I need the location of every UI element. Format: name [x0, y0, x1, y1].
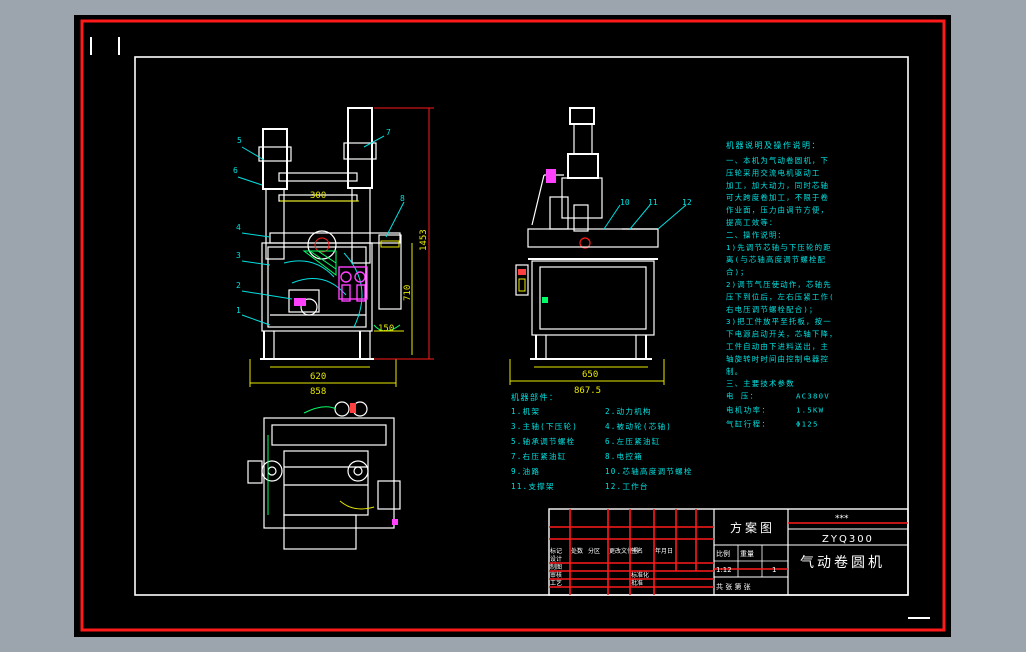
notes-line: 二、操作说明： [726, 230, 786, 239]
dimension-label: 710 [403, 285, 413, 301]
signature-row-label: 设计 [550, 555, 562, 563]
spec-label: 气缸行程： [726, 420, 770, 429]
spec-label: 电机功率： [726, 406, 770, 415]
drawing-title: 气动卷圆机 [800, 555, 885, 571]
dimension-label: 150 [378, 324, 394, 334]
dimension-label: 300 [310, 191, 326, 201]
callout-label: 8 [400, 194, 405, 203]
callout-label: 2 [236, 281, 241, 290]
parts-item: 6.左压紧油缸 [605, 436, 661, 446]
callout-label: 6 [233, 166, 238, 175]
parts-item: 5.轴承调节螺栓 [511, 436, 575, 446]
parts-item: 2.动力机构 [605, 406, 652, 416]
dimension-label: 620 [310, 372, 326, 382]
revision-header: 签名 [631, 547, 643, 555]
signature-row-label: 标准化 [631, 571, 649, 579]
callout-label: 11 [648, 198, 658, 207]
top-view [247, 401, 401, 550]
notes-line: 压下到位后，左右压紧工作( [726, 292, 835, 301]
parts-item: 11.支撑架 [511, 481, 555, 491]
notes-line: 作业面，压力由调节方便， [726, 206, 829, 215]
notes-line: 三、主要技术参数 [726, 379, 795, 388]
outer-frame [80, 19, 946, 632]
parts-item: 1.机架 [511, 406, 540, 416]
parts-item: 4.被动轮(芯轴) [605, 421, 672, 431]
notes-line: 合)； [726, 268, 749, 277]
notes-block: 机器说明及操作说明： 一、本机为气动卷圆机，下压轮采用交流电机驱动工加工，加大动… [726, 140, 838, 429]
notes-line: 一、本机为气动卷圆机，下 [726, 156, 829, 165]
sheet-footer: 共 张 第 张 [716, 582, 751, 591]
dimension-label: 650 [582, 370, 598, 380]
callout-label: 7 [386, 128, 391, 137]
spec-value: AC380V [796, 392, 830, 401]
callout-label: 10 [620, 198, 630, 207]
side-view [509, 107, 687, 385]
parts-item: 10.芯轴高度调节螺栓 [605, 466, 693, 476]
parts-item: 8.电控箱 [605, 451, 643, 461]
signature-row-label: 制图 [550, 563, 562, 571]
signature-row-label: 批准 [631, 579, 643, 587]
parts-item: 12.工作台 [605, 481, 649, 491]
spec-value: Φ125 [796, 420, 819, 429]
callout-label: 3 [236, 251, 241, 260]
sheet-value: 1 [772, 566, 776, 574]
scale-value: 1:12 [716, 566, 732, 574]
notes-line: 3)把工件放平至托板，按一 [726, 317, 832, 326]
notes-line: 加工，加大动力，同时芯轴 [726, 181, 829, 190]
callout-label: 5 [237, 136, 242, 145]
cad-drawing: 5 6 4 3 2 1 7 8 300 620 858 1453 710 150 [80, 19, 946, 632]
parts-item: 3.主轴(下压轮) [511, 421, 578, 431]
drawing-sheet: 5 6 4 3 2 1 7 8 300 620 858 1453 710 150 [74, 15, 951, 637]
notes-line: 压轮采用交流电机驱动工 [726, 168, 821, 177]
notes-line: 2)调节气压使动作，芯轴先 [726, 280, 832, 289]
notes-line: 右电压调节螺栓配合)； [726, 305, 818, 314]
parts-item: 9.油路 [511, 466, 540, 476]
signature-row-label: 工艺 [550, 579, 562, 587]
dimension-label: 1453 [419, 229, 429, 251]
notes-line: 1)先调节芯轴与下压轮的距 [726, 243, 832, 252]
callout-label: 12 [682, 198, 692, 207]
revision-header: 分区 [588, 547, 600, 555]
parts-list: 机器部件： 1.机架 2.动力机构 3.主轴(下压轮) 4.被动轮(芯轴) 5.轴承调节… [511, 392, 693, 491]
notes-line: 工件自动由下进料送出，主 [726, 342, 829, 351]
parts-item: 7.右压紧油缸 [511, 451, 567, 461]
revision-header: 更改文件号 [609, 547, 639, 555]
signature-row-label: 审核 [550, 571, 562, 579]
revision-header: 处数 [571, 547, 583, 555]
callout-label: 1 [236, 306, 241, 315]
notes-line: 提高工效等： [726, 218, 778, 227]
revision-header: 年月日 [655, 547, 673, 555]
dimension-label: 867.5 [574, 386, 601, 396]
title-block: 标记 处数分区 更改文件号签名 年月日设计制图审核工艺 标准化批准 [548, 508, 909, 596]
drawing-border [134, 56, 909, 596]
front-view [237, 107, 434, 387]
spec-value: 1.5KW [796, 406, 824, 415]
dimension-label: 858 [310, 387, 326, 397]
notes-line: 离(与芯轴高度调节螺栓配 [726, 255, 826, 264]
notes-line: 制。 [726, 367, 743, 376]
scheme-label: 方案图 [730, 520, 775, 535]
callout-label: 4 [236, 223, 241, 232]
scale-label: 比例 [716, 549, 730, 558]
weight-label: 重量 [740, 550, 754, 558]
parts-title: 机器部件： [511, 392, 559, 402]
spec-label: 电 压： [726, 392, 759, 401]
notes-line: 下电源启动开关，芯轴下降， [726, 330, 838, 339]
notes-heading: 机器说明及操作说明： [726, 140, 821, 150]
title-stars: *** [835, 514, 849, 524]
notes-line: 轴旋转时时间由控制电器控 [726, 354, 829, 363]
drawing-number: ZYQ300 [822, 534, 874, 545]
revision-header: 标记 [550, 547, 562, 555]
notes-line: 可大跨度卷加工，不限于卷 [726, 193, 829, 202]
